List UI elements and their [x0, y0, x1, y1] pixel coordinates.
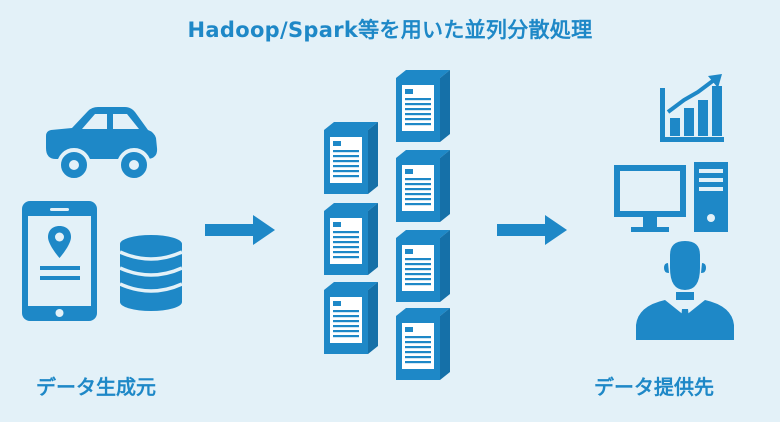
diagram-title: Hadoop/Spark等を用いた並列分散処理	[187, 18, 593, 42]
smartphone-map-pin-icon	[22, 201, 97, 321]
server-icon	[396, 230, 450, 302]
server-cluster	[324, 70, 450, 380]
destination-label: データ提供先	[594, 375, 714, 399]
desktop-computer-icon	[614, 162, 728, 232]
server-icon	[396, 308, 450, 380]
server-icon	[396, 70, 450, 142]
arrow-right-icon	[205, 215, 275, 245]
arrow-right-icon	[497, 215, 567, 245]
server-icon	[396, 150, 450, 222]
server-icon	[324, 203, 378, 275]
source-label: データ生成元	[36, 375, 156, 399]
server-icon	[324, 282, 378, 354]
bar-chart-icon	[660, 74, 724, 142]
person-icon	[636, 241, 734, 340]
server-icon	[324, 122, 378, 194]
car-icon	[46, 107, 158, 182]
database-icon	[119, 235, 183, 311]
